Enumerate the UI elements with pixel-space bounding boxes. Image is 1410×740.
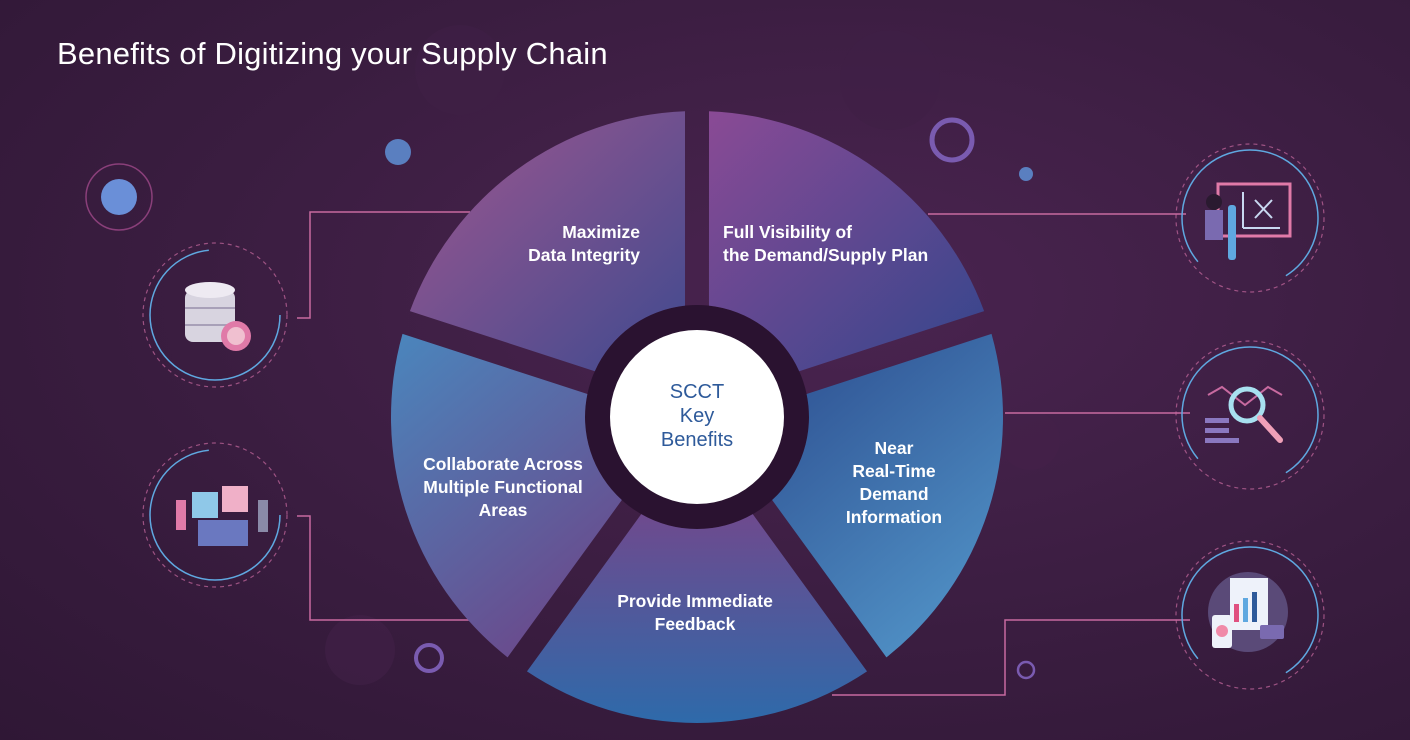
center-line: SCCT (669, 381, 725, 403)
label-line: Near (874, 438, 914, 458)
label-line: Real-Time (852, 461, 936, 481)
dot-icon (385, 139, 411, 165)
label-line: Multiple Functional (423, 477, 583, 497)
segment-label-near-real-time: Near Real-Time Demand Information (824, 437, 964, 529)
presentation-chart-icon (1175, 143, 1325, 293)
label-line: Data Integrity (528, 245, 640, 265)
left-orb-icon (85, 163, 153, 231)
background-decorations (325, 25, 1060, 685)
center-label: SCCT Key Benefits (611, 380, 783, 452)
segment-label-maximize-data-integrity: Maximize Data Integrity (500, 221, 640, 267)
segment-label-collaborate: Collaborate Across Multiple Functional A… (405, 453, 601, 522)
segment-maximize-data-integrity (409, 111, 686, 372)
segment-label-full-visibility: Full Visibility of the Demand/Supply Pla… (723, 221, 928, 267)
segment-provide-immediate-feedback (526, 514, 868, 723)
dot-icon (1019, 167, 1033, 181)
label-line: Provide Immediate (617, 591, 773, 611)
segment-label-provide-immediate-feedback: Provide Immediate Feedback (595, 590, 795, 636)
center-line: Key (679, 405, 715, 427)
label-line: Maximize (562, 222, 640, 242)
segment-full-visibility (708, 111, 985, 372)
label-line: Demand (859, 484, 929, 504)
database-handshake-icon (142, 242, 288, 388)
label-line: Full Visibility of (723, 222, 852, 242)
label-line: the Demand/Supply Plan (723, 245, 929, 265)
label-line: Feedback (654, 614, 736, 634)
segment-collaborate-across-areas (390, 333, 622, 658)
center-line: Benefits (660, 429, 734, 451)
connector-lines (297, 211, 1190, 696)
label-line: Information (845, 507, 943, 527)
analytics-magnifier-icon (1175, 340, 1325, 490)
ring-icon (414, 643, 444, 673)
puzzle-team-icon (142, 442, 288, 588)
ring-icon (1016, 660, 1036, 680)
ring-icon (929, 117, 975, 163)
center-circle (610, 330, 784, 504)
label-line: Areas (478, 500, 528, 520)
page-title: Benefits of Digitizing your Supply Chain (57, 36, 608, 71)
label-line: Collaborate Across (423, 454, 583, 474)
segment-near-real-time (772, 333, 1003, 658)
dashboard-devices-icon (1175, 540, 1325, 690)
